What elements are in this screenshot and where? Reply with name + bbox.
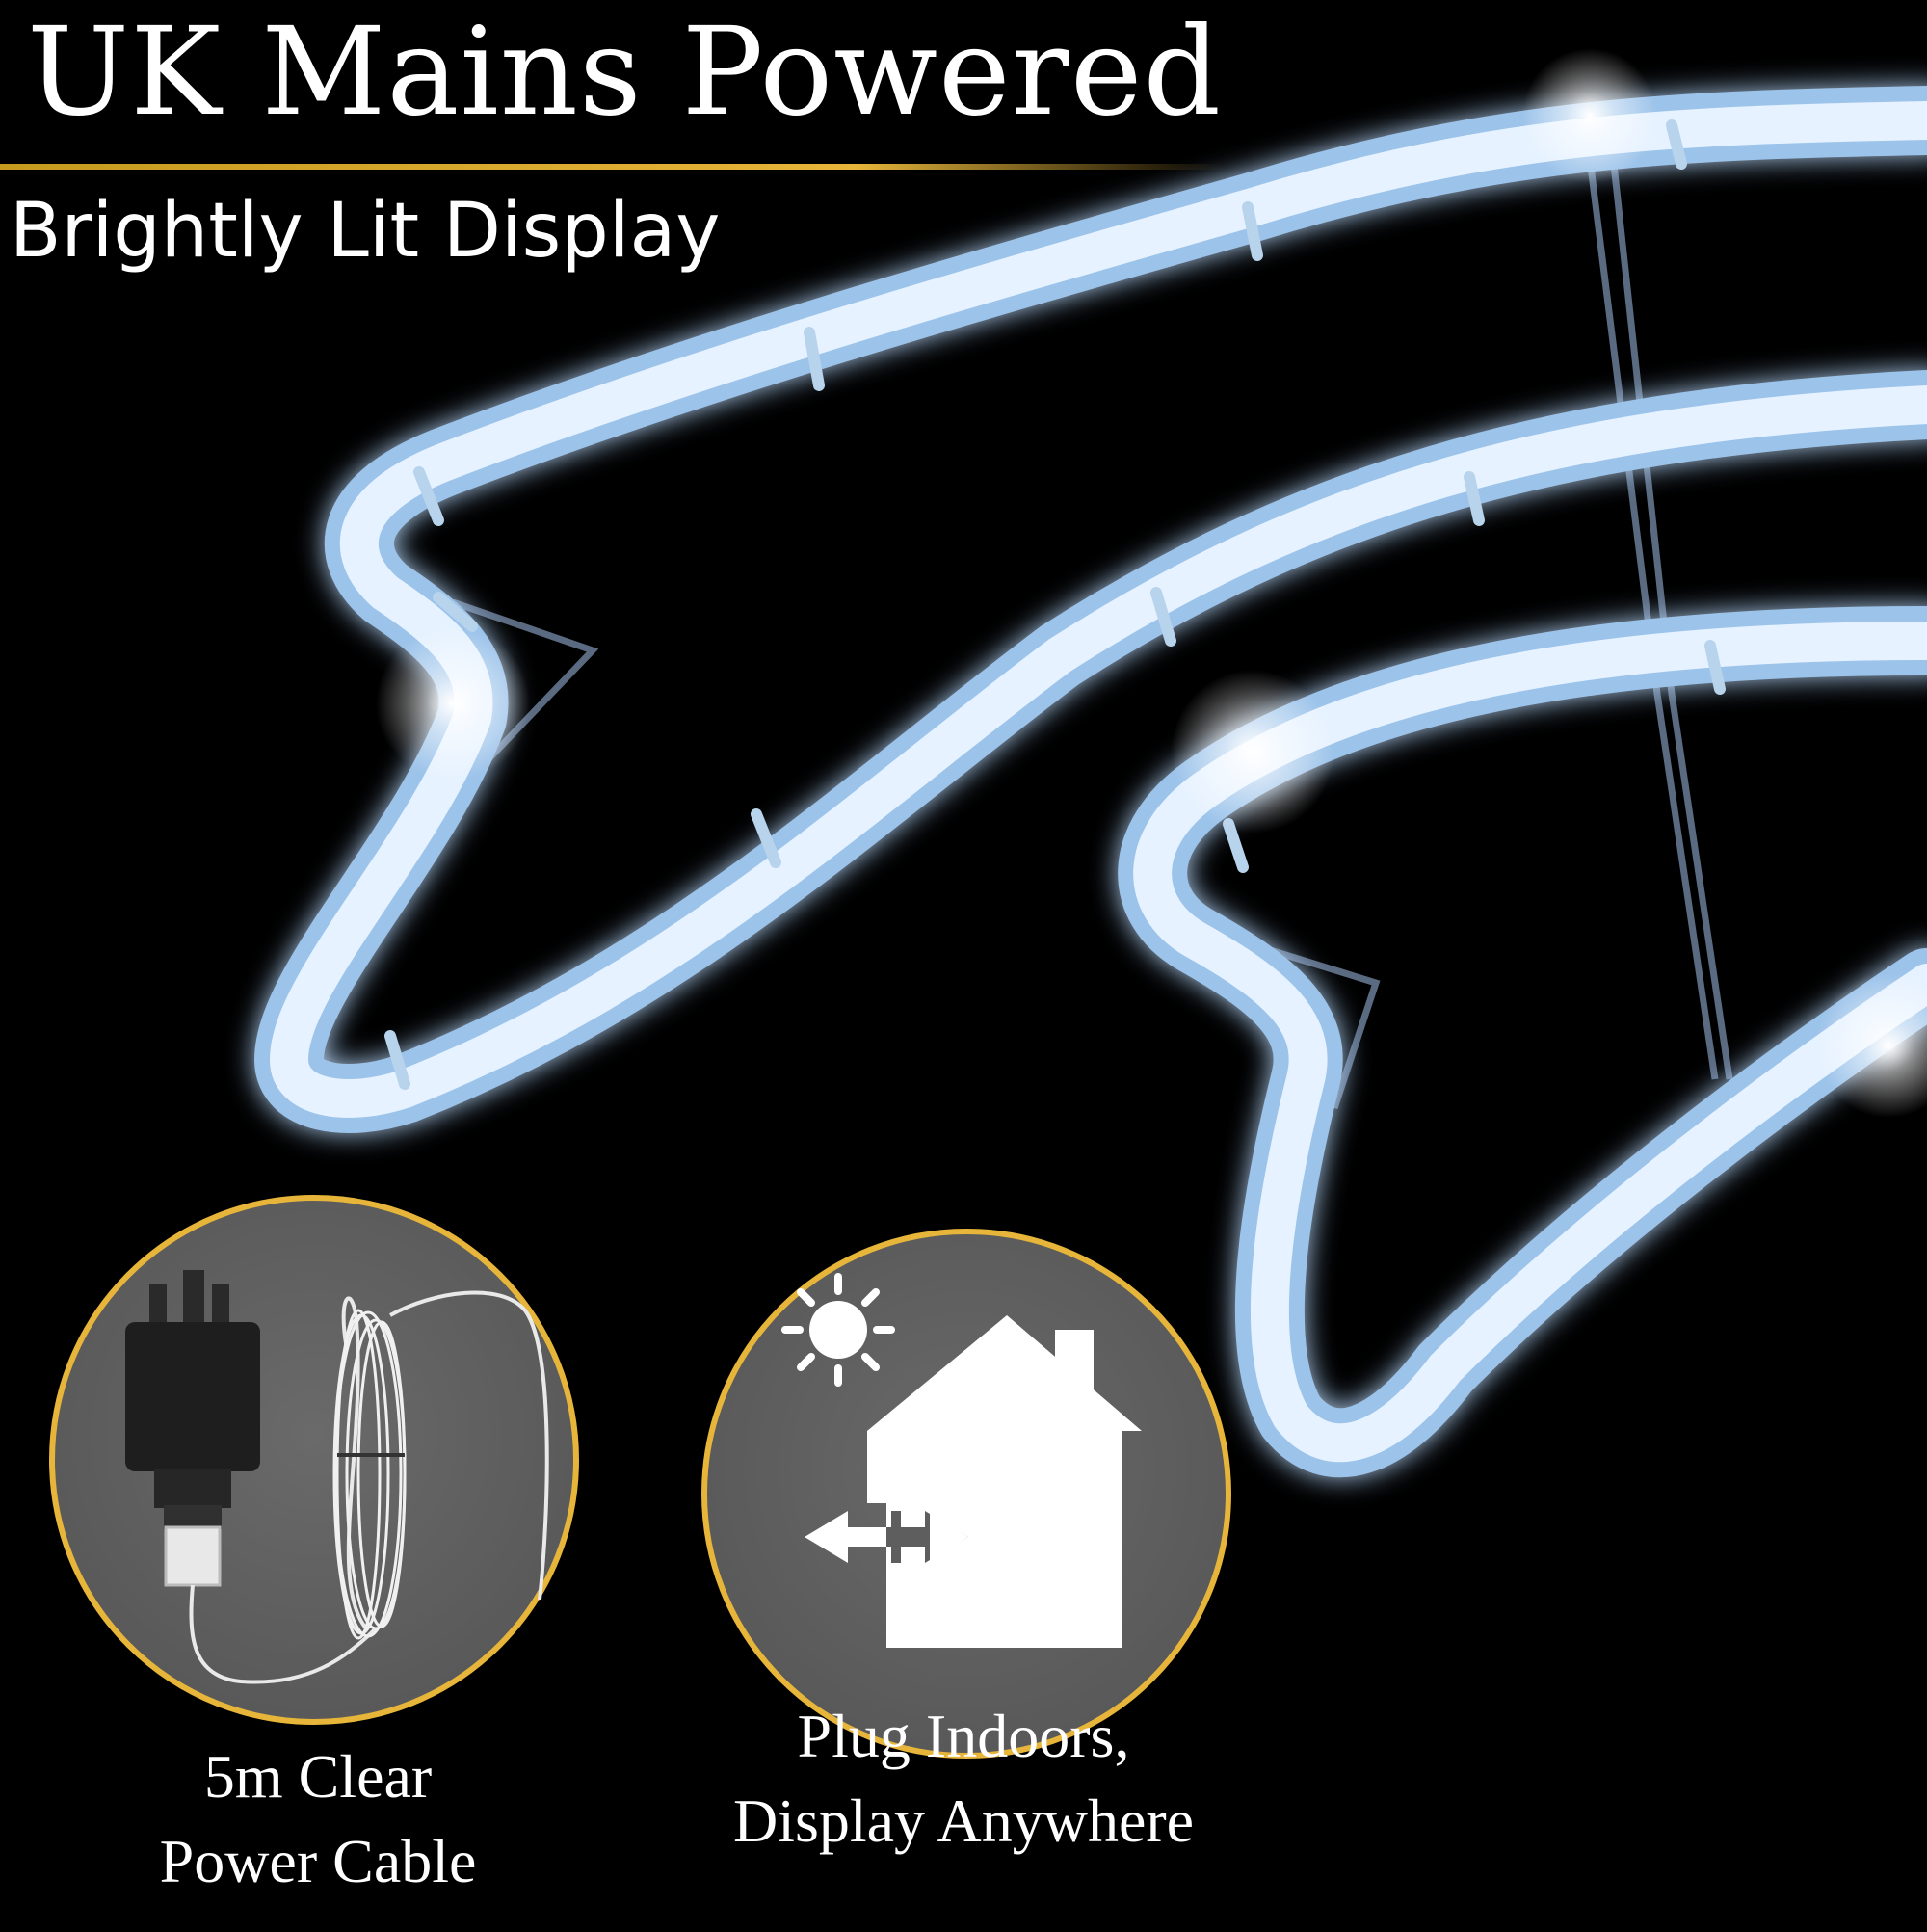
sun-house-arrows-icon [781, 1273, 1142, 1648]
feature-caption-line: 5m Clear [203, 1742, 433, 1811]
feature-caption-plug-indoors: Plug Indoors, Display Anywhere [655, 1694, 1272, 1864]
feature-caption-line: Power Cable [159, 1827, 477, 1895]
plug-indoors-badge [701, 1229, 1231, 1759]
feature-caption-power-cable: 5m Clear Power Cable [87, 1734, 549, 1904]
power-cable-badge [49, 1195, 579, 1725]
cable-ties [384, 119, 1726, 1090]
frame-wires [451, 119, 1733, 1110]
rope-light-tubes [254, 86, 1927, 1478]
plug-and-cable-icon [125, 1270, 549, 1684]
feature-caption-line: Display Anywhere [732, 1786, 1195, 1855]
sparkle-highlights [376, 48, 1927, 1118]
subheadline: Brightly Lit Display [10, 188, 721, 275]
gold-divider [0, 164, 1224, 170]
feature-caption-line: Plug Indoors, [797, 1702, 1130, 1770]
headline: UK Mains Powered [27, 1, 1223, 143]
